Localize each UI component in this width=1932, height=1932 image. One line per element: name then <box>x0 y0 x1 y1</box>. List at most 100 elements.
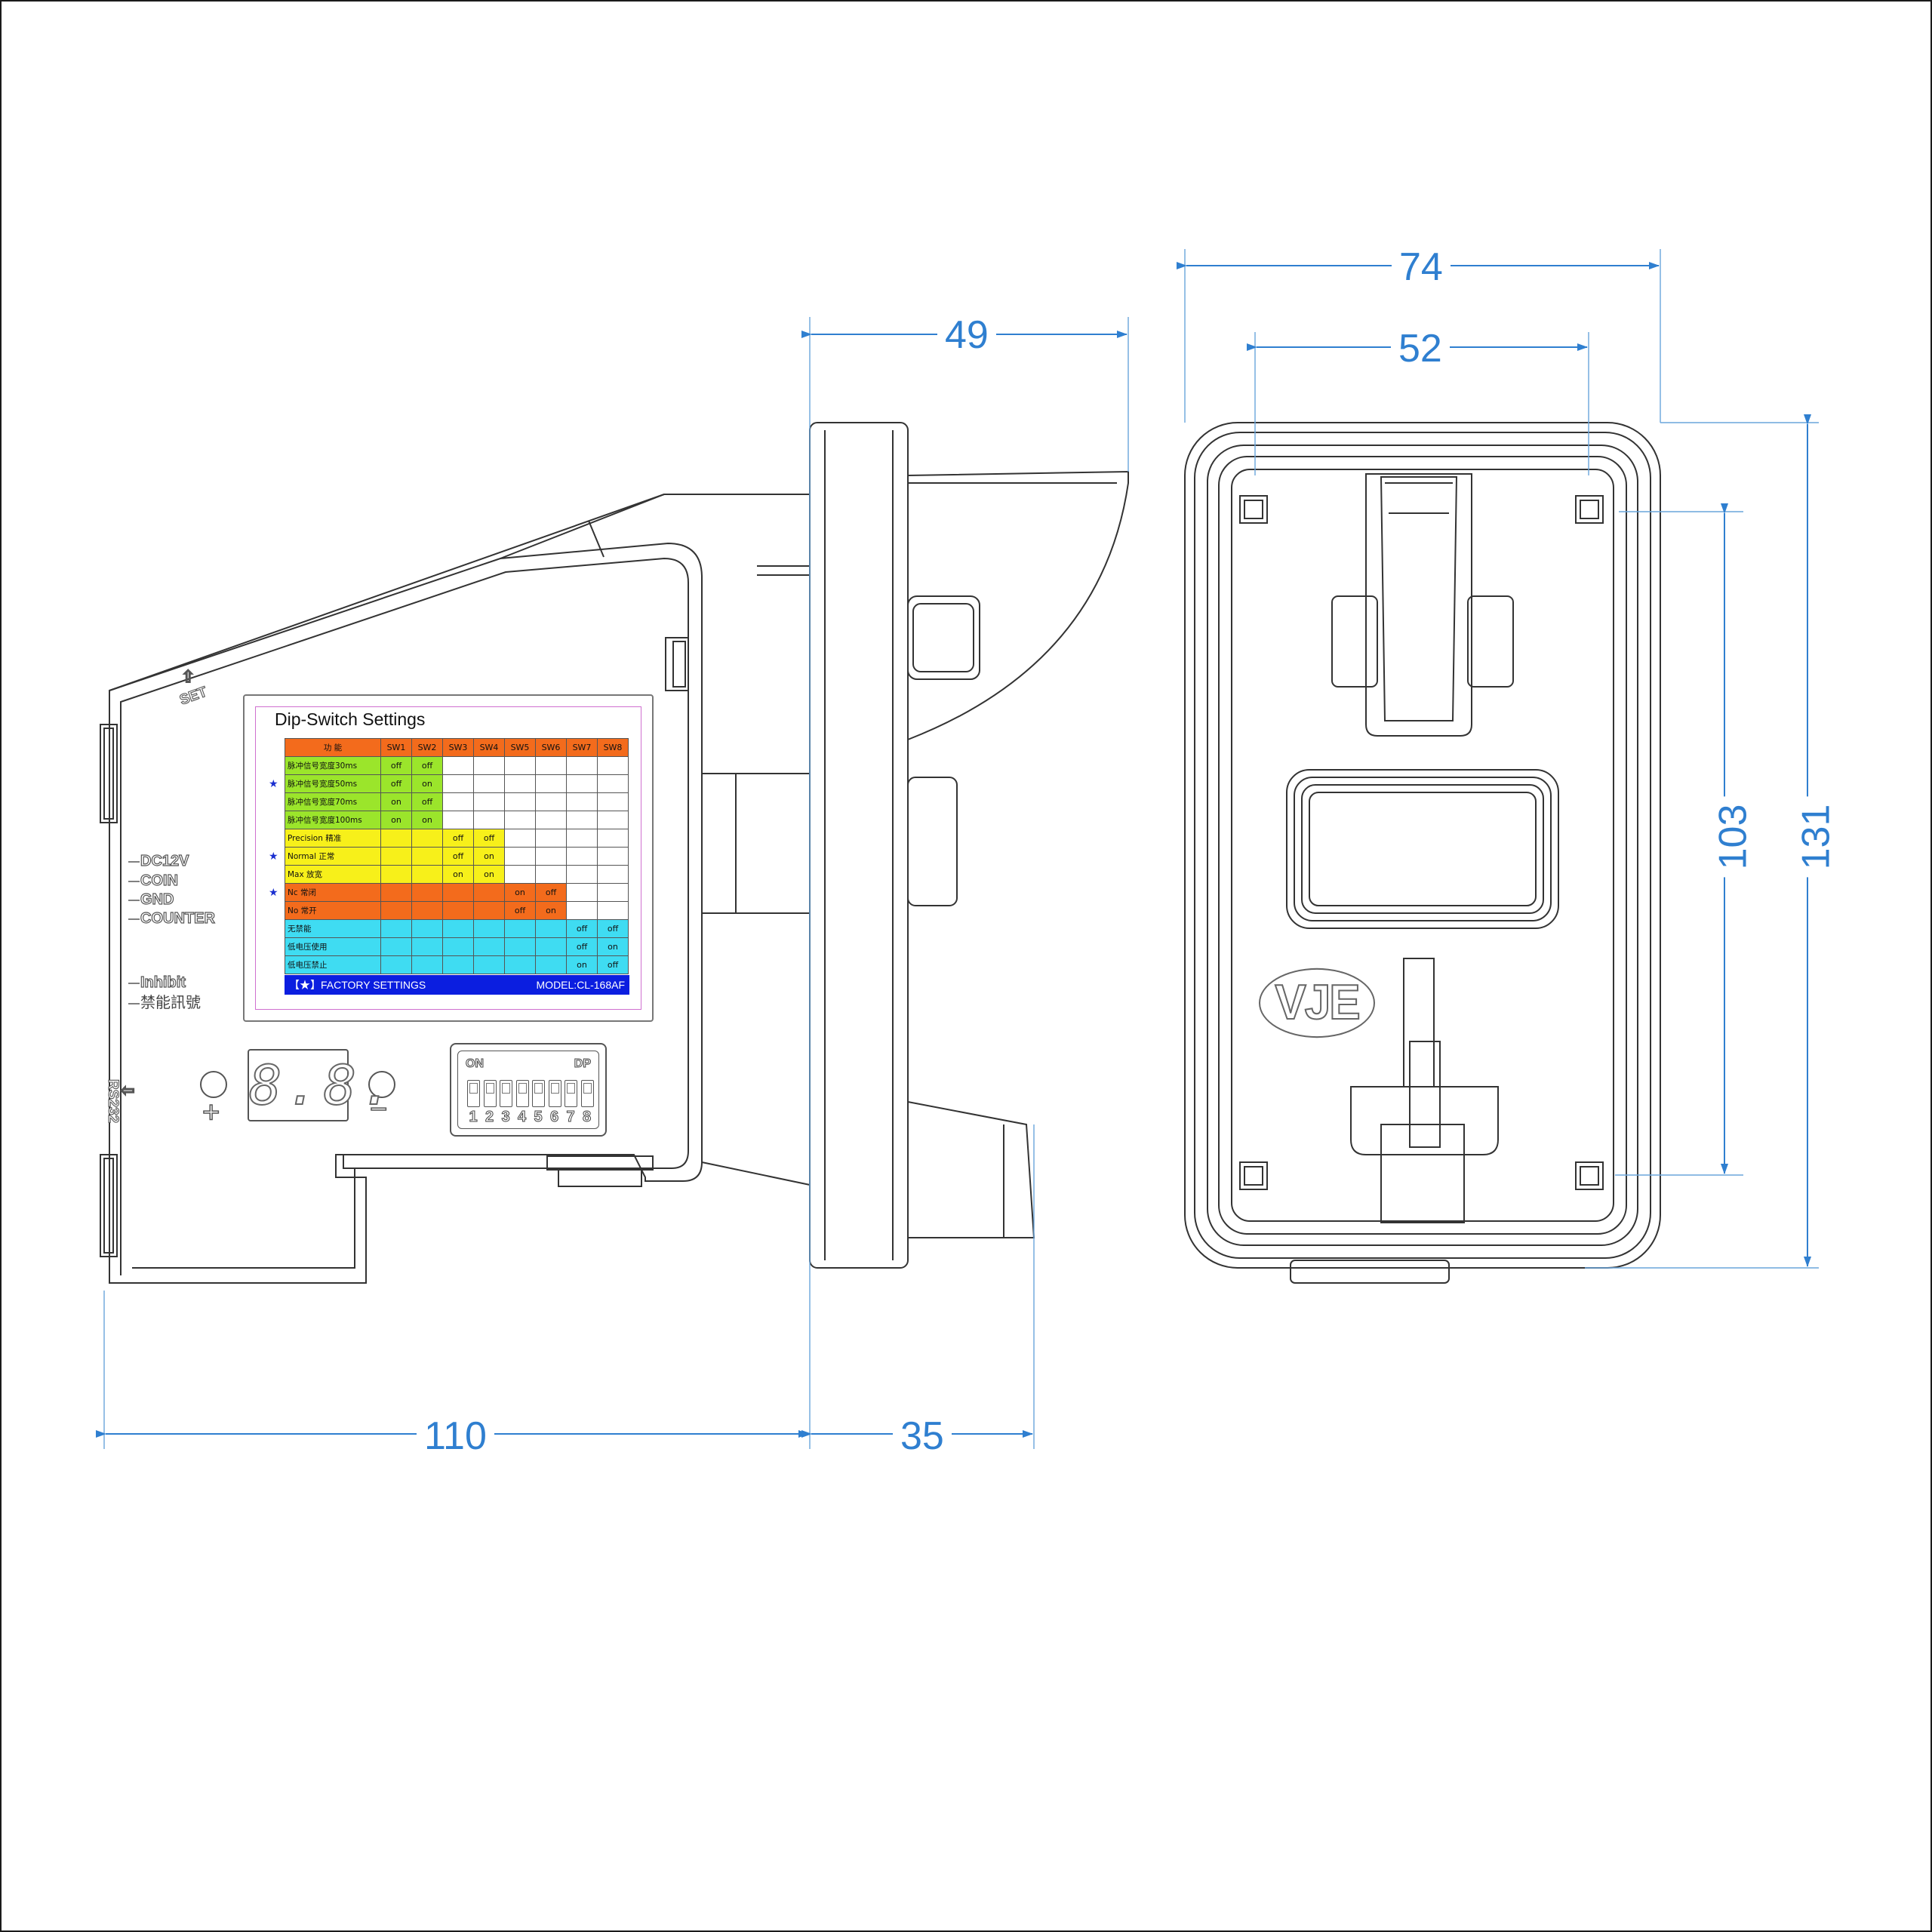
sw4-cell <box>473 756 505 775</box>
dim-74: 74 <box>1392 248 1451 287</box>
sw3-cell <box>442 955 474 974</box>
dip-switch-4[interactable] <box>515 1080 529 1107</box>
function-cell: Precision 精准 <box>285 829 381 848</box>
sw4-cell <box>473 792 505 811</box>
function-cell: 低电压使用 <box>285 937 381 956</box>
sw2-cell <box>411 865 443 884</box>
header-sw1: SW1 <box>380 738 412 757</box>
model-number: MODEL:CL-168AF <box>536 979 625 991</box>
sw2-cell <box>411 919 443 938</box>
sw7-cell <box>566 883 598 902</box>
dip-switch-number: 5 <box>534 1109 543 1126</box>
sw2-cell: off <box>411 792 443 811</box>
sw1-cell: off <box>380 774 412 793</box>
sw5-cell <box>504 919 536 938</box>
sw7-cell <box>566 792 598 811</box>
sw1-cell <box>380 901 412 920</box>
sw3-cell <box>442 919 474 938</box>
side-view <box>100 422 1129 1284</box>
sw6-cell <box>535 774 567 793</box>
dim-35: 35 <box>893 1417 952 1456</box>
sw8-cell <box>597 829 629 848</box>
factory-default-star-icon: ★ <box>269 777 278 789</box>
sw8-cell: off <box>597 919 629 938</box>
sw2-cell <box>411 955 443 974</box>
dip-switch-5[interactable] <box>532 1080 545 1107</box>
sw6-cell <box>535 829 567 848</box>
function-cell: 脉冲信号宽度100ms <box>285 811 381 829</box>
rs232-label: RS232 <box>104 1078 121 1124</box>
pin-inhibit: Inhibit <box>140 974 186 991</box>
dip-switch-3[interactable] <box>500 1080 512 1107</box>
dip-switch-2[interactable] <box>483 1080 497 1107</box>
dip-switch-number: 7 <box>566 1109 575 1126</box>
sw4-cell <box>473 883 505 902</box>
sw7-cell <box>566 811 598 829</box>
sw4-cell <box>473 955 505 974</box>
sw3-cell <box>442 792 474 811</box>
seven-segment-display: 8.8. <box>248 1049 394 1121</box>
dip-switch-8[interactable] <box>580 1080 594 1107</box>
pin-coin: COIN <box>140 872 178 889</box>
sw1-cell: on <box>380 811 412 829</box>
sw6-cell <box>535 792 567 811</box>
function-cell: Nc 常闭 <box>285 883 381 902</box>
dip-switch-7[interactable] <box>565 1080 577 1107</box>
sw6-cell: off <box>535 883 567 902</box>
dip-switch-number: 4 <box>517 1109 527 1126</box>
dip-switch-6[interactable] <box>548 1080 561 1107</box>
dim-49: 49 <box>937 315 996 355</box>
sw4-cell <box>473 811 505 829</box>
header-function: 功 能 <box>285 738 381 757</box>
sw1-cell <box>380 865 412 884</box>
sw2-cell: off <box>411 756 443 775</box>
dip-switch-1[interactable] <box>467 1080 480 1107</box>
sw5-cell <box>504 811 536 829</box>
sw6-cell <box>535 811 567 829</box>
function-cell: 低电压禁止 <box>285 955 381 974</box>
sw1-cell <box>380 955 412 974</box>
pin-gnd: GND <box>140 891 174 908</box>
sw5-cell <box>504 792 536 811</box>
sw2-cell <box>411 937 443 956</box>
sw4-cell <box>473 901 505 920</box>
sw1-cell <box>380 829 412 848</box>
sw5-cell <box>504 774 536 793</box>
sw7-cell: off <box>566 937 598 956</box>
sw3-cell: off <box>442 847 474 866</box>
sw7-cell <box>566 756 598 775</box>
header-sw3: SW3 <box>442 738 474 757</box>
header-sw6: SW6 <box>535 738 567 757</box>
dip-switch-number: 1 <box>469 1109 478 1126</box>
vje-logo: VJE <box>1259 968 1375 1038</box>
sw5-cell: on <box>504 883 536 902</box>
sw7-cell <box>566 901 598 920</box>
sw2-cell: on <box>411 811 443 829</box>
sw3-cell: on <box>442 865 474 884</box>
sw2-cell <box>411 883 443 902</box>
sw2-cell <box>411 847 443 866</box>
function-cell: 脉冲信号宽度50ms <box>285 774 381 793</box>
sw3-cell <box>442 901 474 920</box>
dip-switch-number: 6 <box>549 1109 559 1126</box>
front-view <box>1184 422 1661 1284</box>
sw1-cell: off <box>380 756 412 775</box>
sw2-cell <box>411 901 443 920</box>
header-sw4: SW4 <box>473 738 505 757</box>
sw6-cell: on <box>535 901 567 920</box>
sw1-cell <box>380 847 412 866</box>
sw1-cell <box>380 919 412 938</box>
set-arrow-icon: ⇧ <box>180 666 195 686</box>
sw3-cell <box>442 811 474 829</box>
sw7-cell <box>566 847 598 866</box>
